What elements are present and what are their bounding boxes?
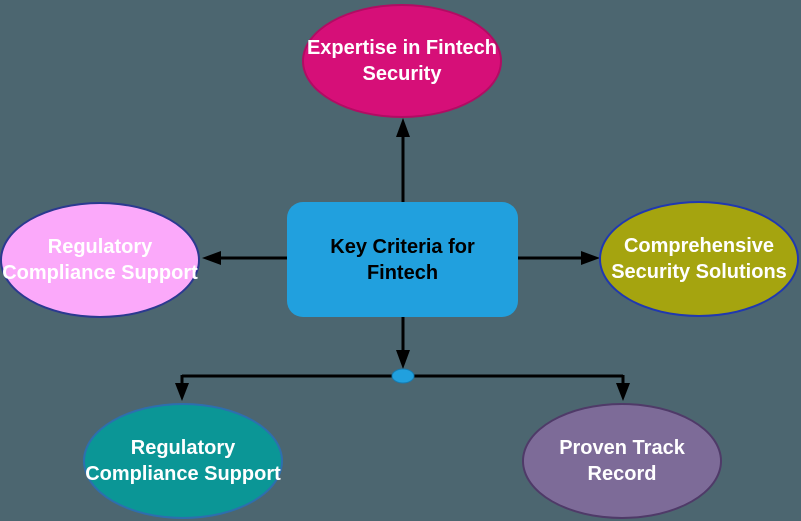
edge-center-to-top[interactable] bbox=[396, 118, 410, 202]
node-label: Regulatory Compliance Support bbox=[2, 234, 198, 286]
node-label: Expertise in Fintech Security bbox=[304, 35, 500, 87]
node-label-line: Security bbox=[362, 63, 442, 85]
node-regulatory-compliance-support-left[interactable]: Regulatory Compliance Support bbox=[0, 202, 200, 318]
node-label-line: Expertise in Fintech bbox=[306, 37, 498, 59]
center-node-label: Key Criteria for Fintech bbox=[303, 234, 503, 286]
node-label-line: Regulatory bbox=[130, 437, 236, 459]
node-label-line: Comprehensive bbox=[623, 235, 775, 257]
node-proven-track-record[interactable]: Proven Track Record bbox=[522, 403, 722, 519]
node-regulatory-compliance-support-bottom[interactable]: Regulatory Compliance Support bbox=[83, 403, 283, 519]
edge-center-to-right[interactable] bbox=[518, 251, 600, 265]
node-label-line: Proven Track bbox=[559, 437, 685, 459]
arrowhead-right-icon bbox=[581, 251, 600, 265]
node-label-line: Fintech bbox=[366, 261, 439, 284]
arrowhead-left-icon bbox=[202, 251, 221, 265]
edge-junction-to-bottom-left[interactable] bbox=[175, 375, 189, 401]
edge-center-to-left[interactable] bbox=[202, 251, 287, 265]
node-label: Comprehensive Security Solutions bbox=[601, 233, 797, 285]
node-label-line: Security Solutions bbox=[611, 261, 787, 283]
node-label-line: Compliance Support bbox=[85, 463, 281, 485]
node-expertise-in-fintech-security[interactable]: Expertise in Fintech Security bbox=[302, 4, 502, 118]
arrowhead-down-icon bbox=[396, 350, 410, 369]
node-label-line: Key Criteria for bbox=[330, 235, 475, 258]
center-node-key-criteria[interactable]: Key Criteria for Fintech bbox=[287, 202, 518, 317]
node-label: Proven Track Record bbox=[537, 435, 707, 487]
node-label-line: Record bbox=[587, 463, 657, 485]
node-comprehensive-security-solutions[interactable]: Comprehensive Security Solutions bbox=[599, 201, 799, 317]
edge-junction-to-bottom-right[interactable] bbox=[616, 375, 630, 401]
node-label: Regulatory Compliance Support bbox=[85, 435, 281, 487]
edge-center-to-junction[interactable] bbox=[396, 317, 410, 369]
node-label-line: Regulatory bbox=[47, 236, 153, 258]
node-label-line: Compliance Support bbox=[2, 262, 198, 284]
